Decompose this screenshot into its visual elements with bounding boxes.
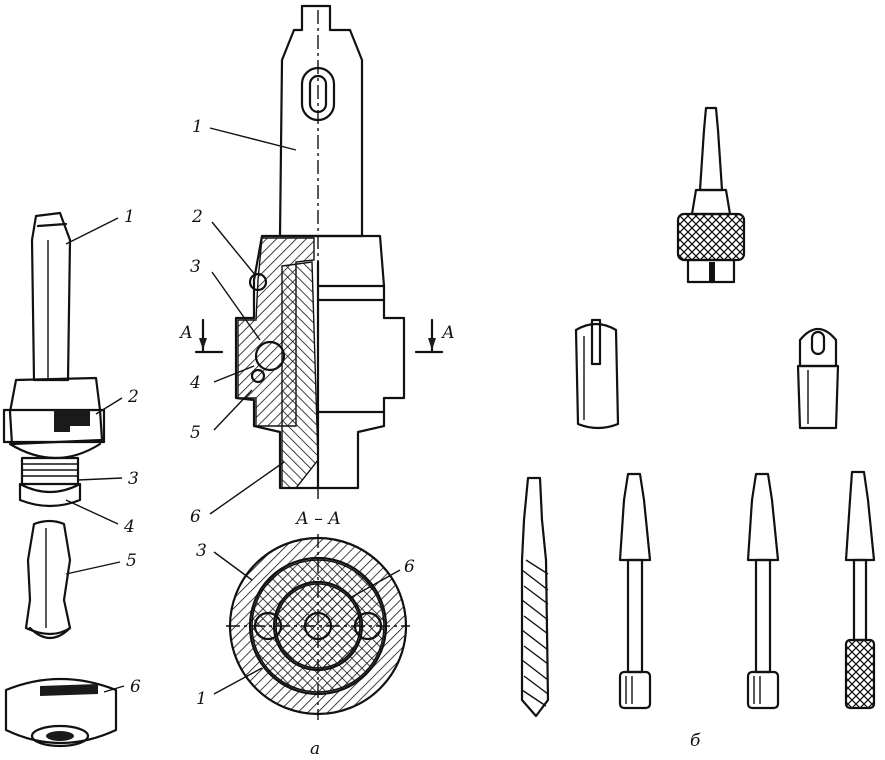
panel-label-a: а bbox=[310, 739, 320, 759]
eye-plug bbox=[796, 327, 840, 430]
section-title: А – А bbox=[295, 509, 341, 529]
tool-set bbox=[520, 106, 876, 718]
assembly-leaders bbox=[209, 127, 297, 515]
tool-shank-1 bbox=[618, 472, 652, 710]
assembly-section: А А 1 2 3 4 5 6 bbox=[179, 4, 455, 527]
knurled-adapter bbox=[676, 106, 746, 284]
exploded-callout-5: 5 bbox=[126, 551, 137, 571]
cross-callout-1: 1 bbox=[196, 689, 207, 709]
assembly-callout-2: 2 bbox=[191, 207, 203, 227]
assembly-callout-6: 6 bbox=[190, 507, 201, 527]
nut-part bbox=[4, 677, 118, 748]
cross-callout-3: 3 bbox=[196, 541, 207, 561]
tool-shank-3 bbox=[844, 470, 876, 710]
cross-section: 3 6 1 bbox=[196, 534, 415, 720]
slotted-sleeve bbox=[574, 318, 620, 430]
cross-callout-6: 6 bbox=[404, 557, 415, 577]
assembly-callout-5: 5 bbox=[190, 423, 201, 443]
exploded-leaders bbox=[65, 217, 125, 693]
section-mark-right: А bbox=[441, 323, 455, 343]
holder-body-part bbox=[2, 376, 106, 459]
taper-shank-part bbox=[30, 211, 72, 382]
exploded-callout-2: 2 bbox=[127, 387, 139, 407]
assembly-callout-4: 4 bbox=[189, 373, 201, 393]
exploded-callout-6: 6 bbox=[130, 677, 141, 697]
assembly-callout-3: 3 bbox=[190, 257, 201, 277]
collet-part bbox=[24, 519, 72, 640]
section-mark-left: А bbox=[179, 323, 193, 343]
assembly-callout-1: 1 bbox=[192, 117, 203, 137]
section-marks bbox=[194, 318, 444, 354]
twist-drill bbox=[520, 476, 550, 718]
exploded-callout-1: 1 bbox=[124, 207, 135, 227]
tool-shank-2 bbox=[746, 472, 780, 710]
threaded-end-part bbox=[18, 456, 82, 508]
panel-label-b: б bbox=[690, 731, 701, 751]
exploded-callout-4: 4 bbox=[123, 517, 135, 537]
exploded-callout-3: 3 bbox=[128, 469, 139, 489]
cross-section-leaders bbox=[213, 551, 401, 695]
exploded-view: 1 2 3 4 5 6 bbox=[2, 207, 141, 748]
